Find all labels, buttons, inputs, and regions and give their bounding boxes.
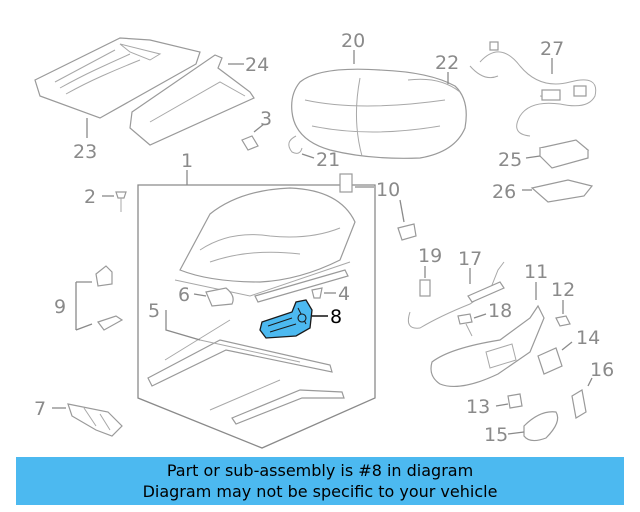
part-5-rail (165, 310, 201, 341)
part-21-clip (288, 135, 315, 159)
part-4-clip (311, 287, 336, 299)
part-9-bracket (75, 265, 124, 331)
part-11-side-shield (430, 282, 545, 387)
part-6-motor (193, 287, 234, 307)
callout-18: 18 (488, 300, 512, 322)
callout-12: 12 (551, 279, 575, 301)
callout-3: 3 (260, 108, 272, 130)
callout-15: 15 (484, 424, 508, 446)
part-24-side-trim (129, 54, 255, 146)
callout-16: 16 (590, 359, 614, 381)
part-25-module (525, 139, 590, 169)
callout-26: 26 (492, 181, 516, 203)
callout-24: 24 (245, 54, 269, 76)
part-17-cable (407, 261, 505, 329)
part-26-bracket (522, 179, 594, 203)
part-19-clip (419, 266, 431, 297)
caption-line-2: Diagram may not be specific to your vehi… (142, 482, 498, 501)
part-18-bolt (457, 313, 487, 337)
caption-line-1: Part or sub-assembly is #8 in diagram (166, 461, 474, 480)
callout-27: 27 (540, 38, 564, 60)
part-27-wiring-harness (469, 41, 597, 137)
part-16-knob (571, 377, 593, 419)
caption-banner: Part or sub-assembly is #8 in diagram Di… (16, 457, 624, 505)
callout-20: 20 (341, 30, 365, 52)
callout-10: 10 (376, 179, 400, 201)
part-20-seat-cushion (291, 50, 467, 159)
callout-8: 8 (330, 306, 342, 328)
callout-25: 25 (498, 149, 522, 171)
part-7-actuator (52, 403, 123, 437)
callout-22: 22 (435, 52, 459, 74)
callout-5: 5 (148, 300, 160, 322)
callout-14: 14 (576, 327, 600, 349)
part-8-height-adjuster (259, 299, 328, 339)
callout-2: 2 (84, 186, 96, 208)
part-3-bolt (241, 123, 265, 151)
part-22-cushion-cover (407, 72, 461, 93)
callout-4: 4 (338, 283, 350, 305)
part-1-frame-assembly (137, 170, 376, 449)
part-23-heater-pad (34, 37, 201, 138)
callout-11: 11 (524, 261, 548, 283)
callout-23: 23 (73, 141, 97, 163)
callout-17: 17 (458, 248, 482, 270)
callout-19: 19 (418, 245, 442, 267)
callout-1: 1 (181, 150, 193, 172)
part-12-clip (555, 300, 571, 327)
part-14-switch (537, 341, 573, 375)
part-15-cover (507, 411, 559, 442)
part-10-plug (339, 173, 417, 241)
callout-6: 6 (178, 284, 190, 306)
callout-21: 21 (316, 149, 340, 171)
callout-13: 13 (466, 396, 490, 418)
seat-parts-diagram: 23 24 3 20 21 22 27 (34, 30, 614, 449)
part-13-knob (495, 393, 523, 409)
callout-9: 9 (54, 296, 66, 318)
callout-7: 7 (34, 398, 46, 420)
part-2-screw (102, 191, 127, 212)
